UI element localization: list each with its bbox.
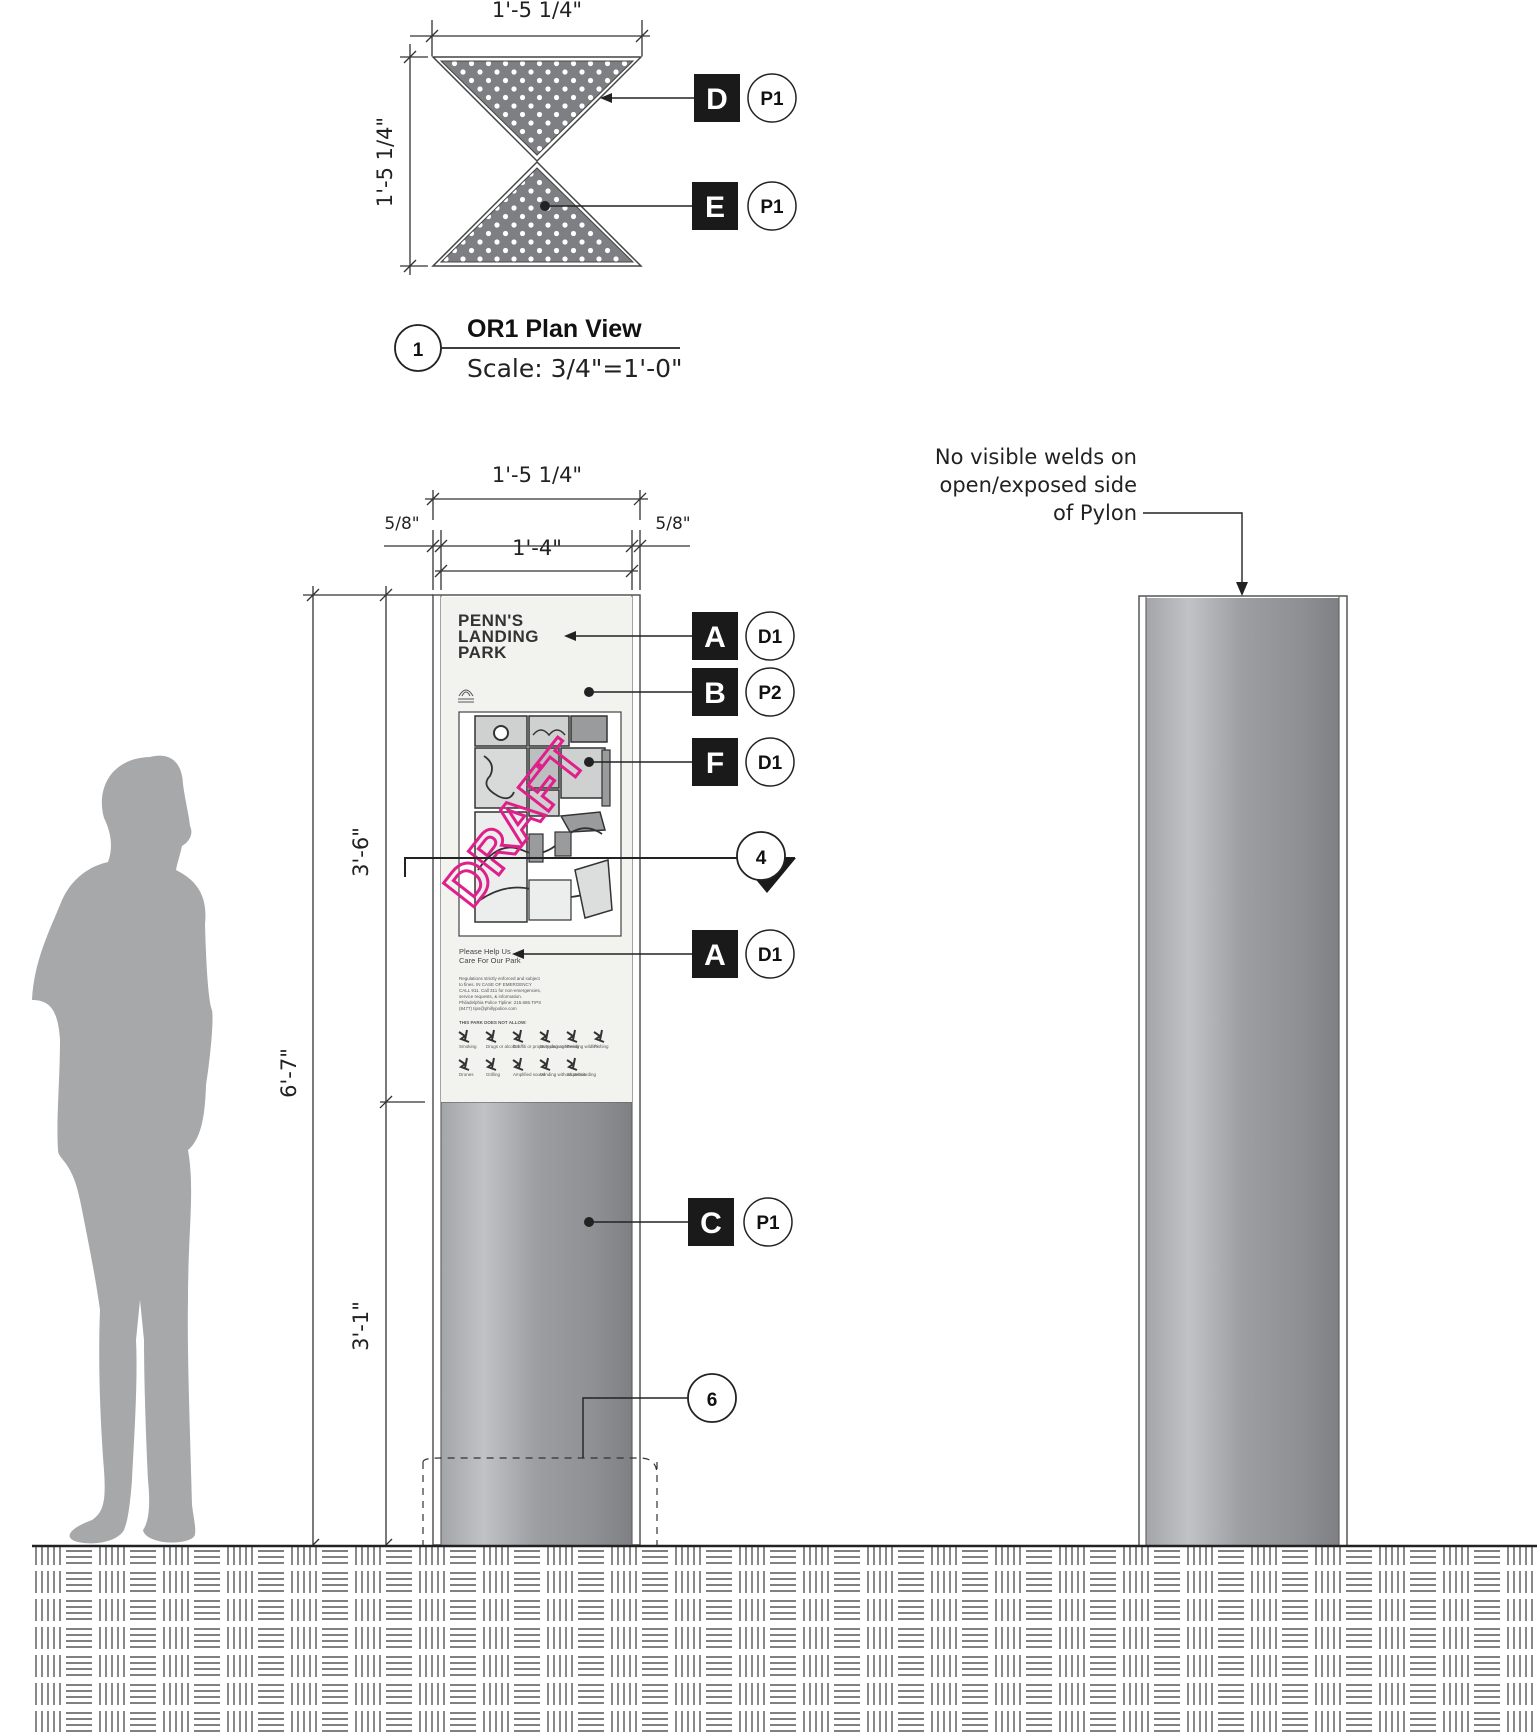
elevation-dimensions (303, 490, 690, 1553)
plan-view: 1'-5 1/4" 1'-5 1/4" D P1 E P1 1 (373, 0, 797, 383)
svg-text:P1: P1 (756, 1213, 780, 1234)
tag-c (688, 1198, 734, 1246)
plan-view-title: OR1 Plan View (467, 315, 642, 343)
plan-width-label: 1'-5 1/4" (492, 0, 582, 22)
svg-text:P1: P1 (760, 89, 784, 110)
panel-heading-3: PARK (458, 643, 507, 662)
elevation-callouts: A D1 B P2 F D1 A D1 C P1 4 (404, 611, 796, 1458)
svg-text:A: A (704, 621, 726, 654)
svg-text:A: A (704, 939, 726, 972)
svg-text:4: 4 (756, 848, 767, 869)
help-line-1: Please Help Us (459, 947, 511, 956)
rule-label: Drugs or alcohol (486, 1044, 519, 1049)
park-logo-icon (458, 689, 474, 703)
plan-width-dimension (410, 20, 650, 56)
ground-hatch (32, 1544, 1537, 1732)
svg-text:1: 1 (413, 340, 424, 361)
svg-text:6: 6 (707, 1390, 718, 1411)
rule-label: Fishing (594, 1044, 609, 1049)
prohibited-icon (458, 1029, 470, 1043)
elev-base-height-label: 3'-1" (349, 1301, 373, 1351)
prohibited-icon (566, 1029, 578, 1043)
elev-inner-width-label: 1'-4" (512, 536, 562, 560)
svg-text:D1: D1 (758, 753, 783, 774)
prohibited-icon (512, 1029, 524, 1043)
svg-text:D: D (706, 83, 728, 116)
svg-text:B: B (704, 677, 726, 710)
svg-text:service requests, & informatio: service requests, & information. (459, 994, 522, 999)
tag-f (692, 738, 738, 786)
rule-label: Drones (459, 1072, 474, 1077)
rule-label: Smoking (459, 1044, 477, 1049)
prohibited-icon (539, 1029, 551, 1043)
svg-text:D1: D1 (758, 945, 783, 966)
rule-label: Skateboarding (567, 1072, 597, 1077)
svg-text:C: C (700, 1207, 722, 1240)
plan-circle-d (747, 73, 797, 123)
svg-text:E: E (705, 191, 725, 224)
elev-panel-height-label: 3'-6" (349, 827, 373, 877)
rule-label: Graffiti or property damage (513, 1044, 567, 1049)
tag-b (692, 668, 738, 716)
plan-view-scale: Scale: 3/4"=1'-0" (467, 354, 683, 383)
plan-tag-e (692, 182, 738, 230)
weld-note: No visible welds on open/exposed side of… (935, 445, 1248, 596)
rule-label: Amplified sound (513, 1072, 546, 1077)
rule-label: Grilling (486, 1072, 501, 1077)
svg-text:of Pylon: of Pylon (1053, 501, 1137, 525)
svg-text:P1: P1 (760, 197, 784, 218)
detail-marker-6 (687, 1373, 737, 1423)
elev-total-height-label: 6'-7" (277, 1048, 301, 1098)
panel-heading-1: PENN'S (458, 611, 524, 630)
svg-text:P2: P2 (758, 683, 781, 704)
rule-label: Dumping or littering (540, 1044, 580, 1049)
regulations-text: Regulations strictly enforced and subjec… (459, 976, 541, 1011)
svg-text:Regulations strictly enforced: Regulations strictly enforced and subjec… (459, 976, 541, 981)
elev-overall-width-label: 1'-5 1/4" (492, 463, 582, 487)
tag-a-bottom (692, 930, 738, 978)
side-pylon (1138, 595, 1348, 1547)
elev-left-reveal-label: 5/8" (384, 514, 419, 534)
prohibited-icon (539, 1057, 551, 1071)
section-marker-4 (736, 831, 786, 881)
plan-height-label: 1'-5 1/4" (373, 117, 397, 207)
prohibited-icon (593, 1029, 605, 1043)
prohibited-icon (485, 1057, 497, 1071)
plan-tag-d (694, 74, 740, 122)
svg-text:F: F (706, 747, 724, 780)
park-map (458, 711, 622, 937)
panel-heading-2: LANDING (458, 627, 539, 646)
prohibited-icon (566, 1057, 578, 1071)
svg-text:(8477) tips@phillypolice.com: (8477) tips@phillypolice.com (459, 1006, 517, 1011)
rule-label: Vending without permit (540, 1072, 586, 1077)
human-scale-figure (32, 755, 213, 1544)
help-line-2: Care For Our Park (459, 956, 521, 965)
rule-label: Feeding wildlife (567, 1044, 599, 1049)
svg-text:CALL 911. Call 311 for non-eme: CALL 911. Call 311 for non-emergencies, (459, 988, 541, 993)
sign-panel: PENN'S LANDING PARK (430, 597, 632, 1102)
plan-circle-e (747, 181, 797, 231)
prohibited-icon (512, 1057, 524, 1071)
not-allow-heading: THIS PARK DOES NOT ALLOW: (459, 1020, 527, 1025)
prohibited-icon (458, 1057, 470, 1071)
tag-a-top (692, 612, 738, 660)
plan-height-dimension (400, 44, 428, 275)
svg-text:to fines. IN CASE OF EMERGENCY: to fines. IN CASE OF EMERGENCY (459, 982, 532, 987)
svg-text:No visible welds on: No visible welds on (935, 445, 1137, 469)
elev-right-reveal-label: 5/8" (655, 514, 690, 534)
svg-text:D1: D1 (758, 627, 783, 648)
svg-text:Philadelphia Police Tipline: 2: Philadelphia Police Tipline: 215.686.TIP… (459, 1000, 541, 1005)
prohibited-icon (485, 1029, 497, 1043)
svg-text:open/exposed side: open/exposed side (939, 473, 1137, 497)
